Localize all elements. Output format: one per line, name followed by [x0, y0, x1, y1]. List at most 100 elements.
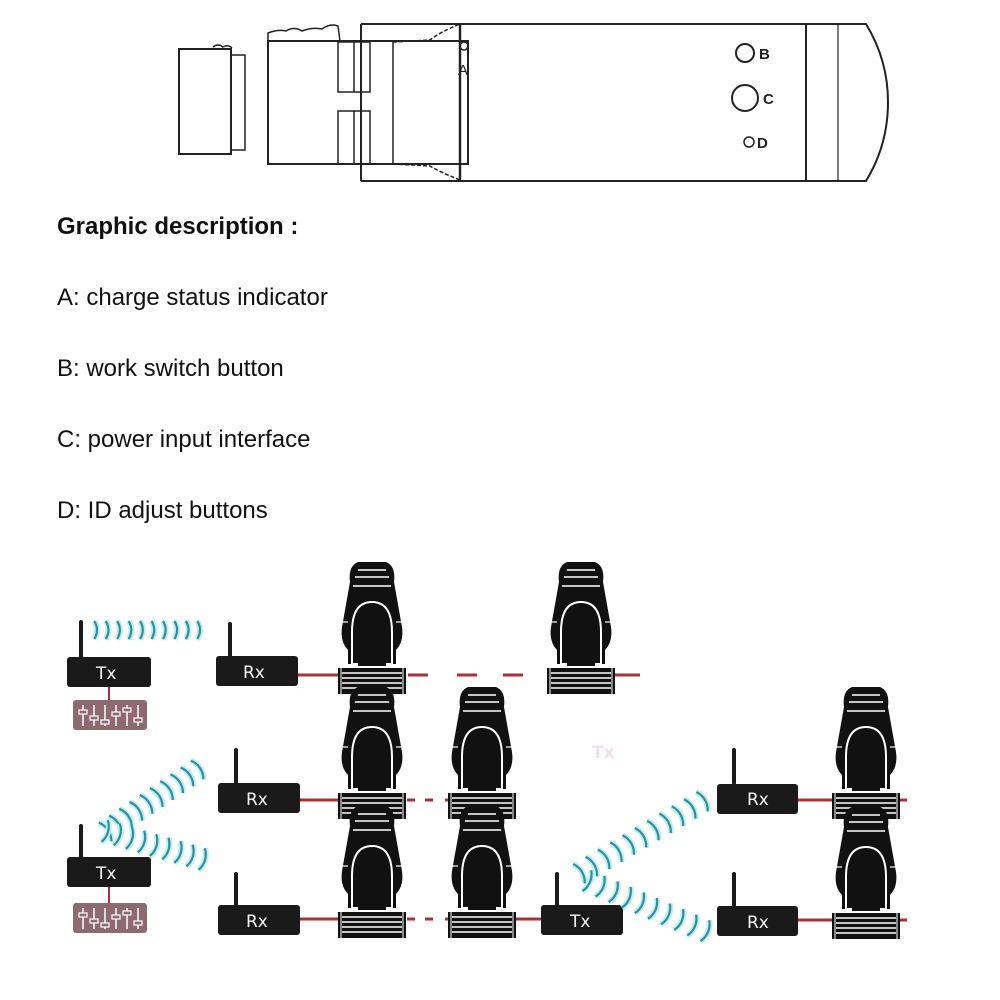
label-c: C	[763, 91, 774, 108]
wave-arc	[125, 826, 135, 850]
wave-arc	[112, 823, 123, 847]
wave-arc	[190, 759, 205, 780]
plug-neck	[230, 54, 246, 151]
tx-box	[67, 857, 151, 887]
wave-arc	[699, 920, 711, 942]
watermark-tx: Tx	[592, 743, 615, 763]
rx-box	[218, 783, 300, 813]
wave-arc	[671, 805, 685, 826]
diagram-relay-chain: Tx Rx Rx	[541, 686, 907, 944]
wave-arc	[594, 875, 606, 898]
wave-arc	[139, 794, 154, 814]
antenna	[555, 872, 559, 907]
wave-arc	[607, 881, 619, 904]
power-input-interface	[731, 84, 759, 112]
wave-arc	[159, 780, 174, 801]
wireless-dmx-device-drawing: A B C D	[178, 23, 890, 182]
moving-head-fixture	[337, 805, 407, 939]
wave-arc	[658, 812, 672, 834]
wave-arc	[184, 620, 190, 640]
diagram-single-chain: Tx Rx	[67, 561, 640, 731]
wave-arc	[173, 840, 183, 864]
wave-arc	[139, 620, 144, 640]
rx-box	[216, 656, 298, 686]
rx-box	[717, 906, 798, 936]
wave-arc	[149, 833, 159, 857]
wave-arc	[572, 863, 586, 884]
moving-head-fixture	[831, 806, 901, 940]
rx-box	[717, 784, 798, 814]
diagram-dual-chain: Tx Rx Rx	[67, 686, 545, 939]
moving-head-fixture	[447, 805, 517, 939]
wave-arc	[634, 892, 646, 915]
wave-arc	[695, 791, 709, 812]
work-switch-button	[735, 43, 755, 63]
wave-arc	[597, 848, 611, 870]
wave-arc	[686, 914, 698, 937]
dmx-console	[72, 902, 148, 934]
label-b: B	[759, 46, 770, 63]
wave-arc	[137, 830, 147, 854]
id-adjust-button	[743, 136, 755, 148]
dmx-console	[72, 699, 148, 731]
wave-arc	[647, 897, 659, 920]
wave-arc	[634, 827, 648, 848]
description-title: Graphic description :	[57, 213, 299, 240]
antenna	[732, 748, 736, 785]
rx-label: Rx	[243, 663, 265, 683]
antenna	[79, 824, 83, 859]
wave-arc	[621, 886, 633, 909]
wave-arc	[161, 837, 171, 861]
wave-arc	[173, 620, 179, 640]
wave-arc	[197, 847, 207, 871]
charge-status-indicator	[459, 41, 469, 51]
wave-arc	[585, 855, 599, 877]
wave-arc	[150, 620, 156, 640]
moving-head-fixture	[546, 561, 616, 695]
wave-arc	[646, 819, 660, 841]
description-item-d: D: ID adjust buttons	[57, 497, 268, 524]
wave-arc	[673, 908, 685, 931]
rx-label: Rx	[747, 913, 769, 933]
wave-arc	[104, 620, 110, 640]
tx-box	[67, 657, 151, 687]
wave-arc	[196, 620, 202, 640]
tx-box	[541, 905, 623, 935]
end-cap	[838, 23, 890, 182]
wave-arc	[609, 841, 623, 862]
wave-arc	[169, 773, 185, 794]
signal-waves	[571, 789, 713, 944]
rx-box	[218, 905, 300, 935]
wave-arc	[118, 807, 133, 828]
moving-head-fixture	[831, 686, 901, 820]
tx-label: Tx	[95, 664, 116, 684]
antenna	[79, 620, 83, 658]
wave-arc	[660, 903, 672, 926]
rx-label: Rx	[747, 790, 769, 810]
description-item-a: A: charge status indicator	[57, 284, 328, 311]
wave-arc	[128, 800, 144, 821]
wave-arc	[93, 620, 99, 640]
wave-arc	[180, 766, 195, 787]
wave-arc	[683, 798, 697, 819]
label-a: A	[458, 62, 468, 79]
tx-label: Tx	[569, 912, 590, 932]
wave-arc	[116, 620, 121, 640]
wave-arc	[581, 870, 593, 892]
label-d: D	[757, 135, 768, 152]
tx-label: Tx	[95, 864, 116, 884]
signal-waves	[97, 757, 209, 873]
description-item-c: C: power input interface	[57, 426, 311, 453]
rx-label: Rx	[246, 790, 268, 810]
moving-head-fixture	[337, 686, 407, 820]
moving-head-fixture	[337, 561, 407, 695]
signal-waves	[91, 619, 203, 641]
antenna	[732, 872, 736, 907]
rx-label: Rx	[246, 912, 268, 932]
description-item-b: B: work switch button	[57, 355, 284, 382]
antenna	[234, 748, 238, 784]
wave-arc	[149, 787, 164, 807]
antenna	[234, 872, 238, 907]
wave-arc	[127, 620, 133, 640]
